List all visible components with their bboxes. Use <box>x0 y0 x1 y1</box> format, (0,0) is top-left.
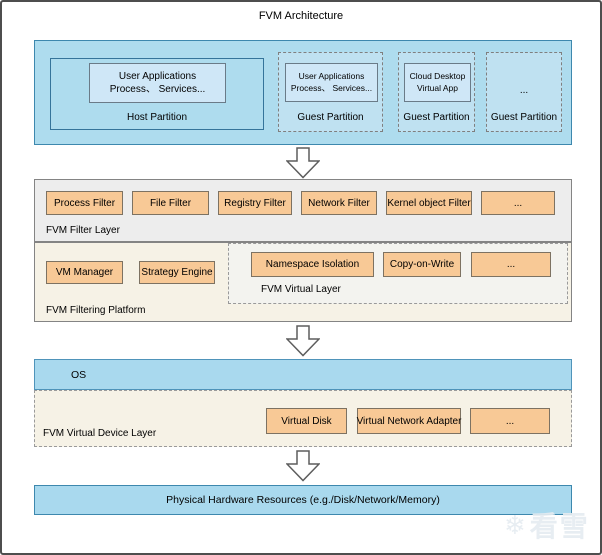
os-label: OS <box>71 368 87 381</box>
guest-partition-1: User Applications Process、 Services... G… <box>278 52 383 132</box>
guest1-label: Guest Partition <box>297 112 364 123</box>
down-arrow-icon <box>286 147 320 179</box>
device-ellipsis-box: ... <box>470 408 550 434</box>
filter-ellipsis-box: ... <box>481 191 555 215</box>
guest2-line1: Cloud Desktop <box>409 71 466 82</box>
guest1-line2: Process、 Services... <box>290 82 373 93</box>
fvm-filter-layer-label: FVM Filter Layer <box>46 225 120 236</box>
physical-hardware-layer: Physical Hardware Resources (e.g./Disk/N… <box>34 485 572 515</box>
registry-filter-box: Registry Filter <box>218 191 292 215</box>
down-arrow-icon <box>286 450 320 482</box>
guest3-ellipsis: ... <box>519 85 529 96</box>
network-filter-box: Network Filter <box>301 191 377 215</box>
guest3-label: Guest Partition <box>490 112 558 123</box>
physical-hardware-label: Physical Hardware Resources (e.g./Disk/N… <box>166 494 440 506</box>
virtual-layer-ellipsis-box: ... <box>471 252 551 277</box>
fvm-filter-layer: Process Filter File Filter Registry Filt… <box>34 179 572 242</box>
guest-partition-3: ... Guest Partition <box>486 52 562 132</box>
guest2-line2: Virtual App <box>417 82 458 93</box>
host-partition-label: Host Partition <box>126 112 188 123</box>
os-layer: OS <box>34 359 572 390</box>
fvm-virtual-layer: Namespace Isolation Copy-on-Write ... FV… <box>228 243 568 304</box>
guest2-cloud-desktop-box: Cloud Desktop Virtual App <box>404 63 471 102</box>
host-partition-box: User Applications Process、 Services... H… <box>50 58 264 130</box>
down-arrow-icon <box>286 325 320 357</box>
watermark-text: 看雪 <box>529 511 590 542</box>
virtual-disk-box: Virtual Disk <box>266 408 347 434</box>
watermark: ❄ 看雪 <box>504 505 590 545</box>
namespace-isolation-box: Namespace Isolation <box>251 252 374 277</box>
fvm-virtual-layer-label: FVM Virtual Layer <box>261 284 341 295</box>
page-title: FVM Architecture <box>258 10 344 22</box>
guest1-user-applications-box: User Applications Process、 Services... <box>285 63 378 102</box>
fvm-filtering-platform: VM Manager Strategy Engine Namespace Iso… <box>34 242 572 322</box>
fvm-virtual-device-layer: Virtual Disk Virtual Network Adapter ...… <box>34 390 572 447</box>
guest1-line1: User Applications <box>298 71 365 82</box>
virtual-network-adapter-box: Virtual Network Adapter <box>357 408 461 434</box>
filter-chip-row: Process Filter File Filter Registry Filt… <box>46 191 555 215</box>
fvm-filtering-platform-label: FVM Filtering Platform <box>46 305 146 316</box>
file-filter-box: File Filter <box>132 191 209 215</box>
guest2-label: Guest Partition <box>403 112 470 123</box>
guest-partition-2: Cloud Desktop Virtual App Guest Partitio… <box>398 52 475 132</box>
strategy-engine-box: Strategy Engine <box>139 261 215 284</box>
copy-on-write-box: Copy-on-Write <box>383 252 461 277</box>
snowflake-icon: ❄ <box>504 510 526 540</box>
partitions-container: User Applications Process、 Services... H… <box>34 40 572 145</box>
process-filter-box: Process Filter <box>46 191 123 215</box>
host-user-applications-box: User Applications Process、 Services... <box>89 63 226 103</box>
vm-manager-box: VM Manager <box>46 261 123 284</box>
kernel-object-filter-box: Kernel object Filter <box>386 191 472 215</box>
host-app-line1: User Applications <box>118 70 197 82</box>
host-app-line2: Process、 Services... <box>109 84 206 95</box>
fvm-virtual-device-layer-label: FVM Virtual Device Layer <box>43 428 157 439</box>
